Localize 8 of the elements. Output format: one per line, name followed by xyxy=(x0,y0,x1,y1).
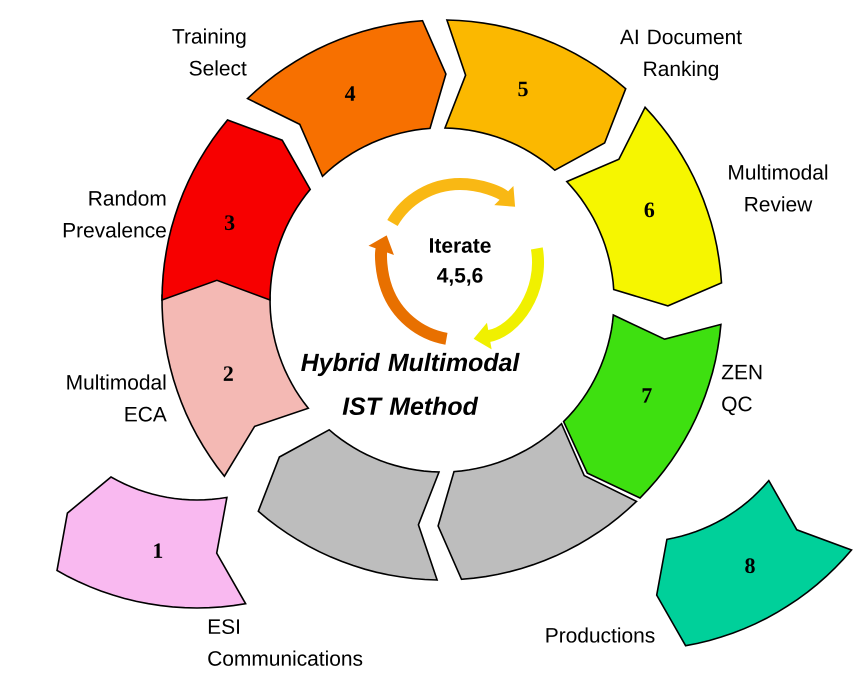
step-label: Multimodal Review xyxy=(729,164,828,212)
step-label: Productions xyxy=(546,627,654,643)
step-segment xyxy=(257,428,440,581)
step-label: ESI Communications xyxy=(208,619,362,666)
iterate-label: Iterate 4,5,6 xyxy=(430,238,491,286)
step-label: ZEN QC xyxy=(722,364,762,416)
step-segment: 7 xyxy=(562,314,722,499)
step-label: Training Select xyxy=(172,28,247,76)
